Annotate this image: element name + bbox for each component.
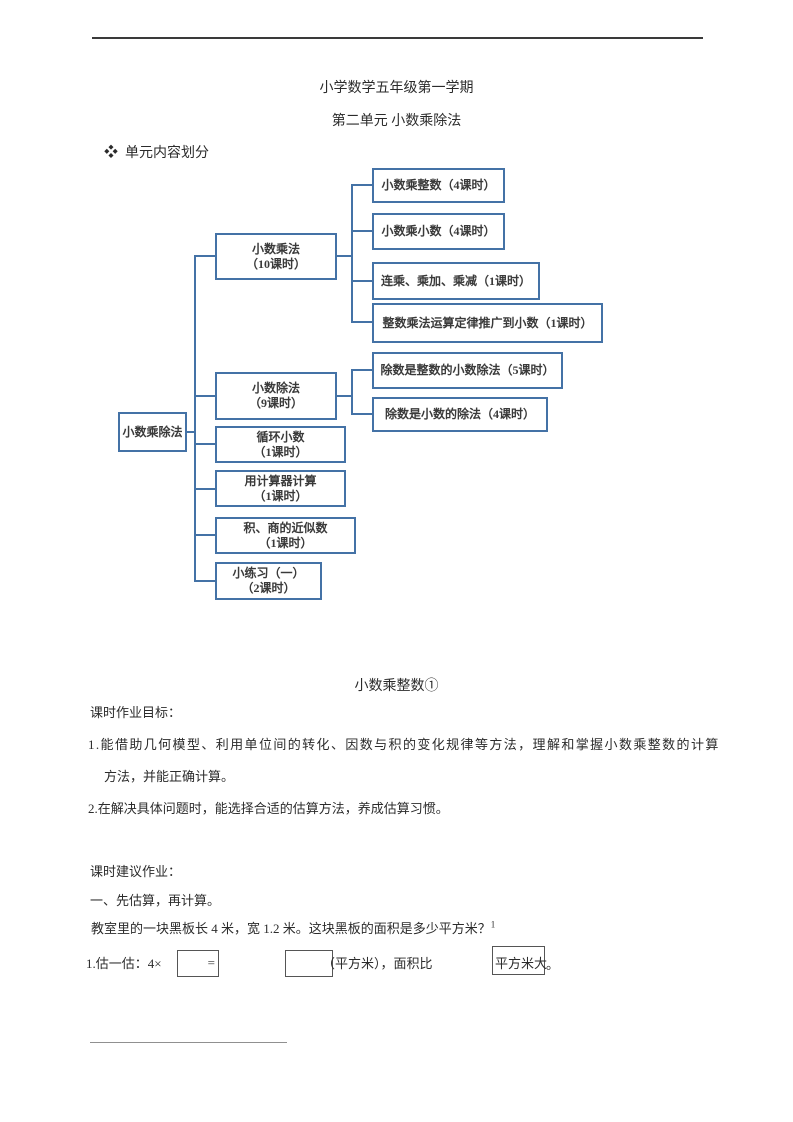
connector <box>351 280 372 282</box>
answer-box-3-value: 平方米大 <box>495 956 548 971</box>
problem-statement: 教室里的一块黑板长 4 米，宽 1.2 米。这块黑板的面积是多少平方米？1 <box>91 919 496 937</box>
connector <box>194 443 215 445</box>
unit-content-heading-label: 单元内容划分 <box>125 146 209 161</box>
connector <box>337 255 351 257</box>
node-calculator: 用计算器计算 （1课时） <box>215 470 346 507</box>
node-label: 小数除法 <box>251 381 300 395</box>
answer-box-1-value: = <box>207 955 215 970</box>
node-label: 积、商的近似数 <box>243 520 328 535</box>
node-label: 循环小数 <box>256 429 305 444</box>
connector <box>194 580 215 582</box>
connector <box>194 255 215 257</box>
homework-heading: 课时建议作业： <box>90 864 182 879</box>
exercise-suffix: 。 <box>546 957 560 972</box>
connector <box>351 321 372 323</box>
diamond-bullet-icon: ❖ <box>104 146 118 161</box>
node-label: 连乘、乘加、乘减（1课时） <box>380 273 531 288</box>
node-divisor-decimal: 除数是小数的除法（4课时） <box>372 397 548 432</box>
node-divisor-integer: 除数是整数的小数除法（5课时） <box>372 352 563 389</box>
connector <box>194 534 215 536</box>
unit-content-heading: ❖ 单元内容划分 <box>104 145 209 162</box>
node-label: （10课时） <box>245 256 306 271</box>
node-label: 除数是整数的小数除法（5课时） <box>380 363 555 377</box>
footnote-divider-line <box>90 1042 287 1043</box>
page-subtitle: 第二单元 小数乘除法 <box>331 114 462 129</box>
node-mini-practice: 小练习（一） （2课时） <box>215 562 322 600</box>
node-chain-multiplication: 连乘、乘加、乘减（1课时） <box>372 262 540 300</box>
node-multiplication-laws: 整数乘法运算定律推广到小数（1课时） <box>372 303 603 343</box>
connector <box>194 395 215 397</box>
connector <box>194 488 215 490</box>
node-repeating-decimal: 循环小数 （1课时） <box>215 426 346 463</box>
node-approximate-numbers: 积、商的近似数 （1课时） <box>215 517 356 554</box>
goal-heading: 课时作业目标： <box>90 705 182 720</box>
goal-item-2: 2.在解决具体问题时，能选择合适的估算方法，养成估算习惯。 <box>88 801 449 816</box>
node-label: 除数是小数的除法（4课时） <box>384 407 535 421</box>
connector <box>351 230 372 232</box>
node-label: 小数乘法 <box>251 241 300 256</box>
connector <box>351 369 353 415</box>
node-decimal-multiplication: 小数乘法 （10课时） <box>215 233 337 280</box>
page-title: 小学数学五年级第一学期 <box>319 81 474 96</box>
top-divider-line <box>92 37 703 39</box>
node-label: （1课时） <box>253 488 308 503</box>
exercise-middle-text: （平方米），面积比 <box>322 956 433 971</box>
node-label: 小数乘小数（4课时） <box>381 224 496 238</box>
node-label: 小数乘除法 <box>122 424 183 439</box>
answer-box-2[interactable] <box>285 950 333 977</box>
connector <box>337 395 351 397</box>
connector <box>351 184 353 323</box>
answer-box-3[interactable]: 平方米大 <box>492 946 548 975</box>
answer-box-1[interactable]: = <box>177 950 219 977</box>
exercise-prefix: 1.估一估：4× <box>86 956 162 971</box>
node-label: （1课时） <box>253 444 308 459</box>
section-title: 小数乘整数① <box>354 679 439 694</box>
problem-text: 教室里的一块黑板长 4 米，宽 1.2 米。这块黑板的面积是多少平方米？ <box>91 921 491 936</box>
node-decimal-mul-div-root: 小数乘除法 <box>118 412 187 452</box>
node-label: （2课时） <box>241 581 296 595</box>
node-label: （1课时） <box>258 535 313 550</box>
node-decimal-division: 小数除法 （9课时） <box>215 372 337 420</box>
node-label: 用计算器计算 <box>244 473 317 488</box>
connector <box>351 413 372 415</box>
node-decimal-times-integer: 小数乘整数（4课时） <box>372 168 505 203</box>
part1-heading: 一、先估算，再计算。 <box>90 893 221 908</box>
connector <box>187 431 195 433</box>
connector <box>351 369 372 371</box>
node-label: 小练习（一） <box>232 566 305 580</box>
node-decimal-times-decimal: 小数乘小数（4课时） <box>372 213 505 250</box>
footnote-reference: 1 <box>490 919 496 930</box>
goal-item-1-line-2: 方法，并能正确计算。 <box>104 769 235 784</box>
connector <box>194 255 196 582</box>
node-label: （9课时） <box>248 396 303 410</box>
node-label: 小数乘整数（4课时） <box>381 178 496 192</box>
connector <box>351 184 372 186</box>
node-label: 整数乘法运算定律推广到小数（1课时） <box>382 315 593 330</box>
goal-item-1-line-1: 1.能借助几何模型、利用单位间的转化、因数与积的变化规律等方法，理解和掌握小数乘… <box>88 737 720 752</box>
